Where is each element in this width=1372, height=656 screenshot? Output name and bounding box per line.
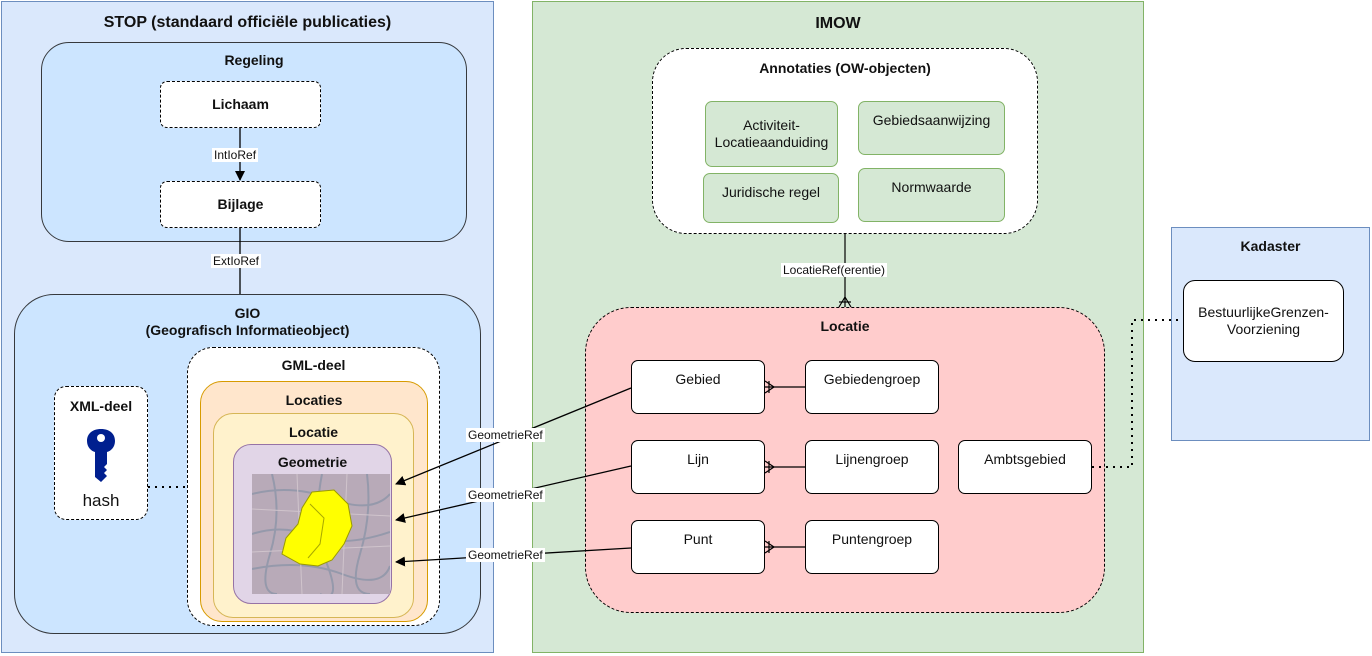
gebied-node[interactable]: Gebied [631, 360, 765, 414]
bgv-label-line1: BestuurlijkeGrenzen- [1198, 304, 1329, 320]
gio-title: GIO [234, 305, 261, 321]
lichaam-label: Lichaam [212, 96, 269, 112]
regeling-title: Regeling [224, 52, 284, 68]
punt-node[interactable]: Punt [631, 520, 765, 574]
activiteit-locatieaanduiding-node[interactable]: Activiteit- Locatieaanduiding [705, 101, 838, 167]
gebied-label: Gebied [675, 371, 721, 387]
gebiedsaanwijzing-label: Gebiedsaanwijzing [872, 112, 991, 128]
puntengroep-node[interactable]: Puntengroep [805, 520, 939, 574]
geometrie-title: Geometrie [277, 454, 348, 470]
key-icon [87, 429, 115, 482]
juridische-regel-node[interactable]: Juridische regel [703, 173, 839, 223]
stop-title: STOP (standaard officiële publicaties) [103, 14, 392, 31]
bijlage-label: Bijlage [217, 196, 264, 212]
normwaarde-node[interactable]: Normwaarde [858, 168, 1005, 222]
puntengroep-label: Puntengroep [831, 531, 913, 547]
gio-subtitle: (Geografisch Informatieobject) [145, 322, 350, 338]
normwaarde-label: Normwaarde [891, 179, 972, 195]
ambtsgebied-node[interactable]: Ambtsgebied [958, 440, 1092, 494]
geometrieref-label-1: GeometrieRef [466, 428, 545, 442]
lijnengroep-label: Lijnengroep [835, 451, 909, 467]
imow-locatie-title: Locatie [820, 318, 870, 334]
geometrieref-label-2: GeometrieRef [466, 488, 545, 502]
lijn-label: Lijn [687, 451, 709, 467]
gebiedengroep-label: Gebiedengroep [823, 371, 921, 387]
activiteit-label-line2: Locatieaanduiding [714, 134, 829, 150]
extioref-label: ExtIoRef [211, 254, 262, 268]
gebiedsaanwijzing-node[interactable]: Gebiedsaanwijzing [858, 101, 1005, 155]
bijlage-node[interactable]: Bijlage [160, 181, 321, 228]
punt-label: Punt [683, 531, 713, 547]
locaties-title: Locaties [285, 392, 343, 408]
locatieref-label: LocatieRef(erentie) [781, 263, 888, 277]
ambtsgebied-label: Ambtsgebied [984, 451, 1066, 467]
gml-deel-title: GML-deel [281, 357, 346, 373]
bgv-label-line2: Voorziening [1226, 321, 1301, 337]
geometrie-map-image [252, 474, 390, 594]
xml-deel-node[interactable]: XML-deel hash [54, 386, 148, 520]
lijnengroep-node[interactable]: Lijnengroep [805, 440, 939, 494]
gio-locatie-title: Locatie [288, 424, 338, 440]
lichaam-node[interactable]: Lichaam [160, 81, 321, 128]
kadaster-title: Kadaster [1240, 238, 1301, 254]
geometrieref-label-3: GeometrieRef [466, 548, 545, 562]
activiteit-label-line1: Activiteit- [743, 117, 800, 133]
xml-deel-title: XML-deel [69, 398, 133, 414]
hash-label: hash [82, 491, 120, 510]
annotaties-title: Annotaties (OW-objecten) [759, 60, 931, 76]
imow-title: IMOW [815, 15, 861, 32]
juridische-regel-label: Juridische regel [721, 184, 821, 200]
bestuurlijkegrenzen-voorziening-node[interactable]: BestuurlijkeGrenzen- Voorziening [1183, 280, 1344, 362]
lijn-node[interactable]: Lijn [631, 440, 765, 494]
gebiedengroep-node[interactable]: Gebiedengroep [805, 360, 939, 414]
intioref-label: IntIoRef [212, 148, 259, 162]
